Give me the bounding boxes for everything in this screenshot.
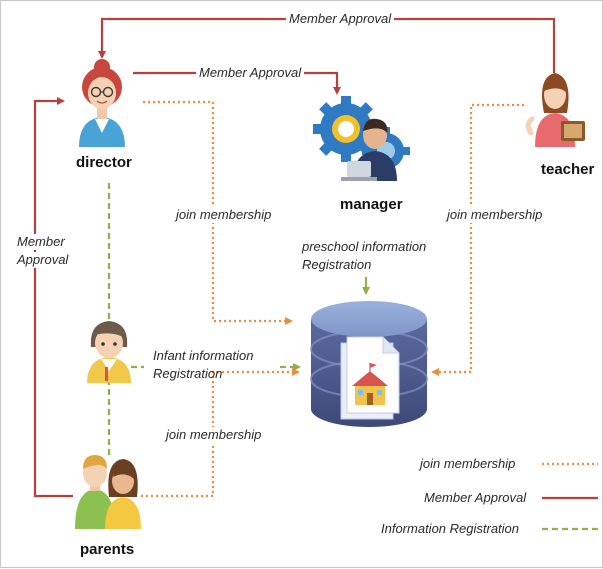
- edge-parents-join: [141, 368, 300, 498]
- legend: [542, 462, 598, 531]
- label-infant-info-2: Registration: [153, 366, 223, 381]
- legend-information-registration-label: Information Registration: [381, 521, 520, 536]
- role-director: director: [76, 154, 132, 171]
- join-membership-lines: [141, 100, 524, 498]
- label-preschool-info-2: Registration: [302, 257, 372, 272]
- label-preschool-info-1: preschool information: [302, 239, 427, 254]
- label-join-membership-parents: join membership: [164, 427, 264, 443]
- information-registration-lines: [107, 183, 370, 457]
- legend-member-approval-label: Member Approval: [424, 490, 527, 505]
- parents-avatar-icon: [75, 455, 141, 529]
- role-parents: parents: [80, 541, 135, 558]
- label-member-approval-left-2: Approval: [15, 252, 71, 268]
- label-member-approval-left-1: Member: [15, 234, 67, 250]
- manager-gear-icon: [313, 96, 410, 181]
- label-infant-info-1: Infant information: [153, 348, 254, 363]
- role-manager: manager: [340, 196, 403, 213]
- teacher-avatar-icon: [525, 73, 585, 147]
- edge-parents-to-director-approval: [33, 97, 73, 498]
- legend-join-membership-label: join membership: [420, 456, 516, 471]
- edge-director-join: [143, 100, 293, 325]
- database-icon: [310, 301, 428, 427]
- infant-avatar-icon: [87, 321, 131, 383]
- role-teacher: teacher: [541, 161, 595, 178]
- preschool-building-icon: [352, 363, 388, 405]
- label-join-membership-director: join membership: [174, 207, 274, 223]
- edge-teacher-join: [431, 103, 524, 376]
- edge-teacher-to-director-approval: [98, 17, 556, 73]
- label-join-membership-teacher: join membership: [445, 207, 545, 223]
- director-avatar-icon: [79, 59, 125, 147]
- label-member-approval-top: Member Approval: [286, 11, 395, 27]
- label-member-approval-director-manager: Member Approval: [196, 65, 305, 81]
